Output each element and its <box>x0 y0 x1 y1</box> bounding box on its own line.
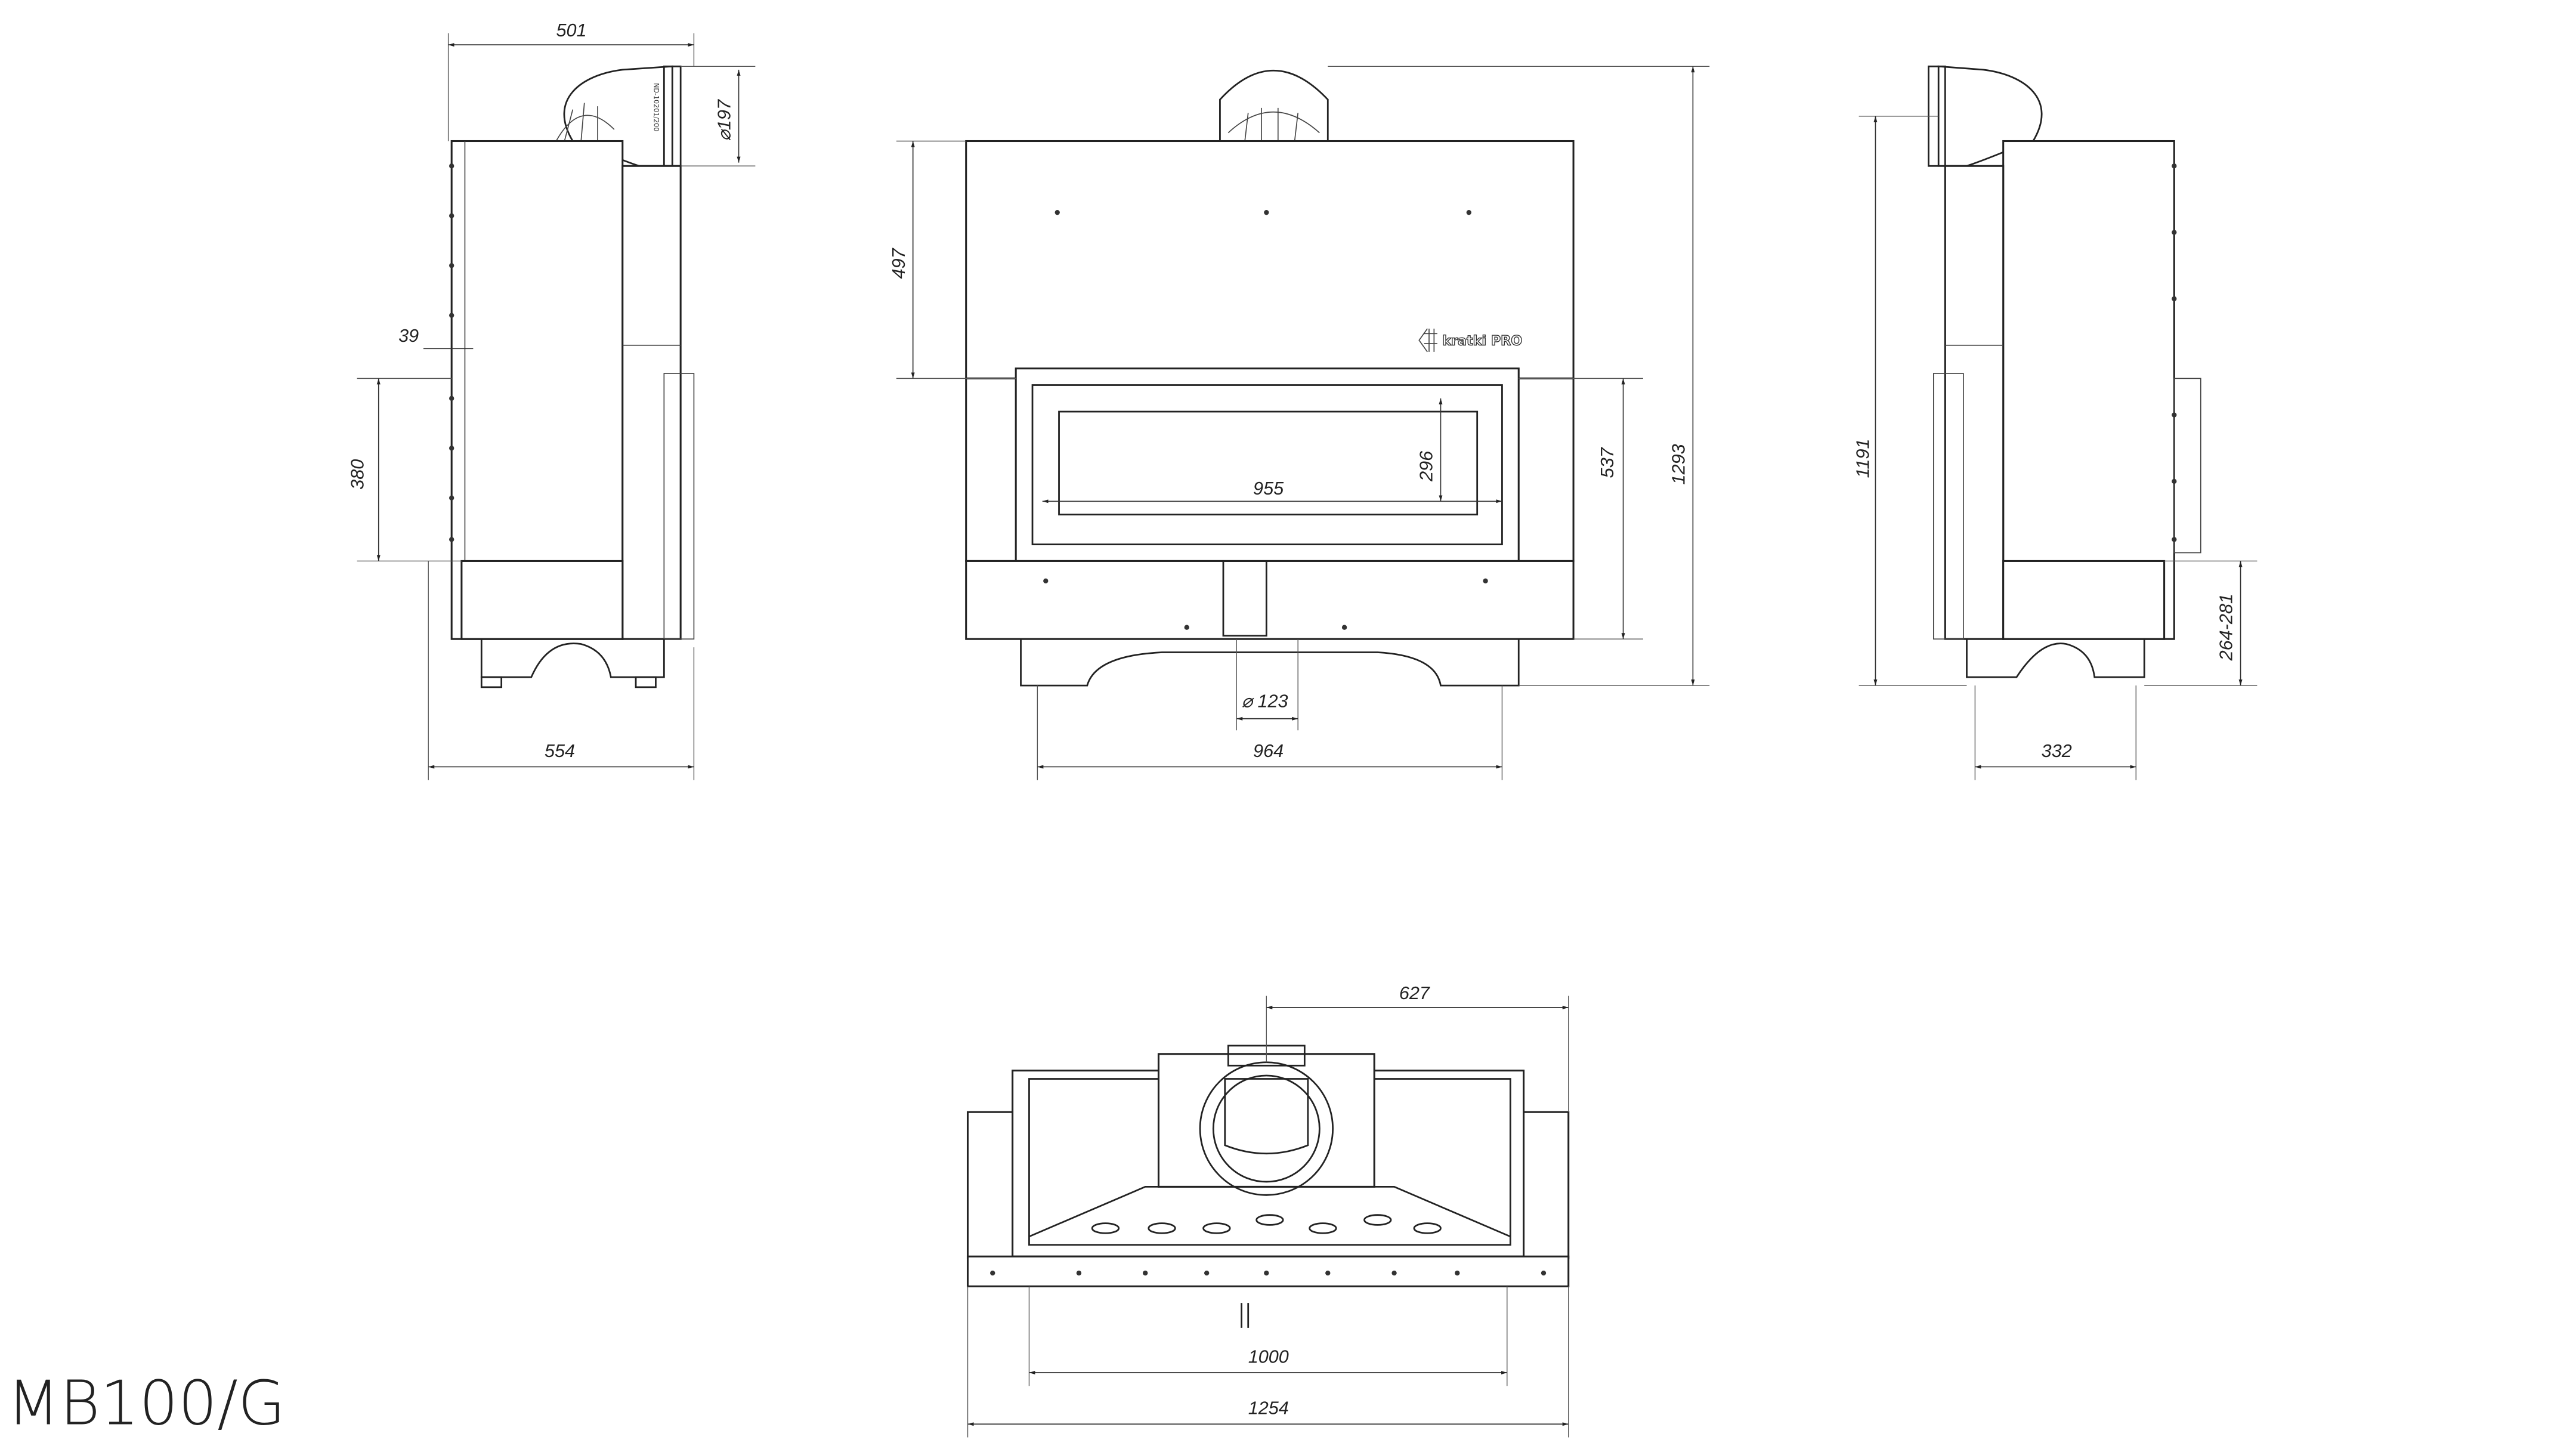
pipe-marking: ND-10201/200 <box>652 83 660 131</box>
dim-627: 627 <box>1399 983 1430 1003</box>
svg-text:kratki PRO: kratki PRO <box>1442 333 1522 349</box>
dim-1254: 1254 <box>1248 1398 1289 1419</box>
side-view-right <box>1928 65 2201 678</box>
right-screw-dots <box>2172 163 2177 542</box>
dim-955: 955 <box>1253 478 1284 499</box>
dim-39: 39 <box>398 326 419 346</box>
dim-537: 537 <box>1597 447 1618 478</box>
side-view-left: ND-10201/200 <box>449 65 695 688</box>
front-dimensions: 497 955 296 537 1293 ⌀ 123 964 <box>889 66 1710 780</box>
dim-380: 380 <box>348 459 368 490</box>
dim-264-281: 264-281 <box>2216 594 2237 661</box>
dim-pipe-diameter: ⌀197 <box>715 99 735 141</box>
top-dimensions: 627 1000 1254 <box>967 983 1569 1438</box>
model-title: MB100/G <box>7 1367 286 1439</box>
dim-497: 497 <box>889 248 909 279</box>
kratki-pro-logo: kratki PRO <box>1418 328 1523 353</box>
dim-332: 332 <box>2042 741 2072 761</box>
dim-air-inlet: ⌀ 123 <box>1242 691 1288 711</box>
dim-501: 501 <box>556 20 586 41</box>
side-right-dimensions: 1191 264-281 332 <box>1853 116 2258 780</box>
top-screw-dots <box>990 1270 1547 1276</box>
dim-554: 554 <box>545 741 575 761</box>
dim-1293: 1293 <box>1668 444 1689 484</box>
dim-296: 296 <box>1417 450 1437 482</box>
dim-1000: 1000 <box>1248 1346 1289 1367</box>
dim-964: 964 <box>1253 741 1284 761</box>
side-left-dimensions: 501 ⌀197 39 380 554 <box>348 20 756 780</box>
screw-dots <box>449 163 454 542</box>
front-view: kratki PRO <box>965 69 1575 687</box>
top-burner-holes <box>1091 1214 1442 1234</box>
dim-1191: 1191 <box>1853 439 1873 478</box>
front-screw-dots <box>1043 209 1488 630</box>
top-view <box>966 1045 1570 1328</box>
